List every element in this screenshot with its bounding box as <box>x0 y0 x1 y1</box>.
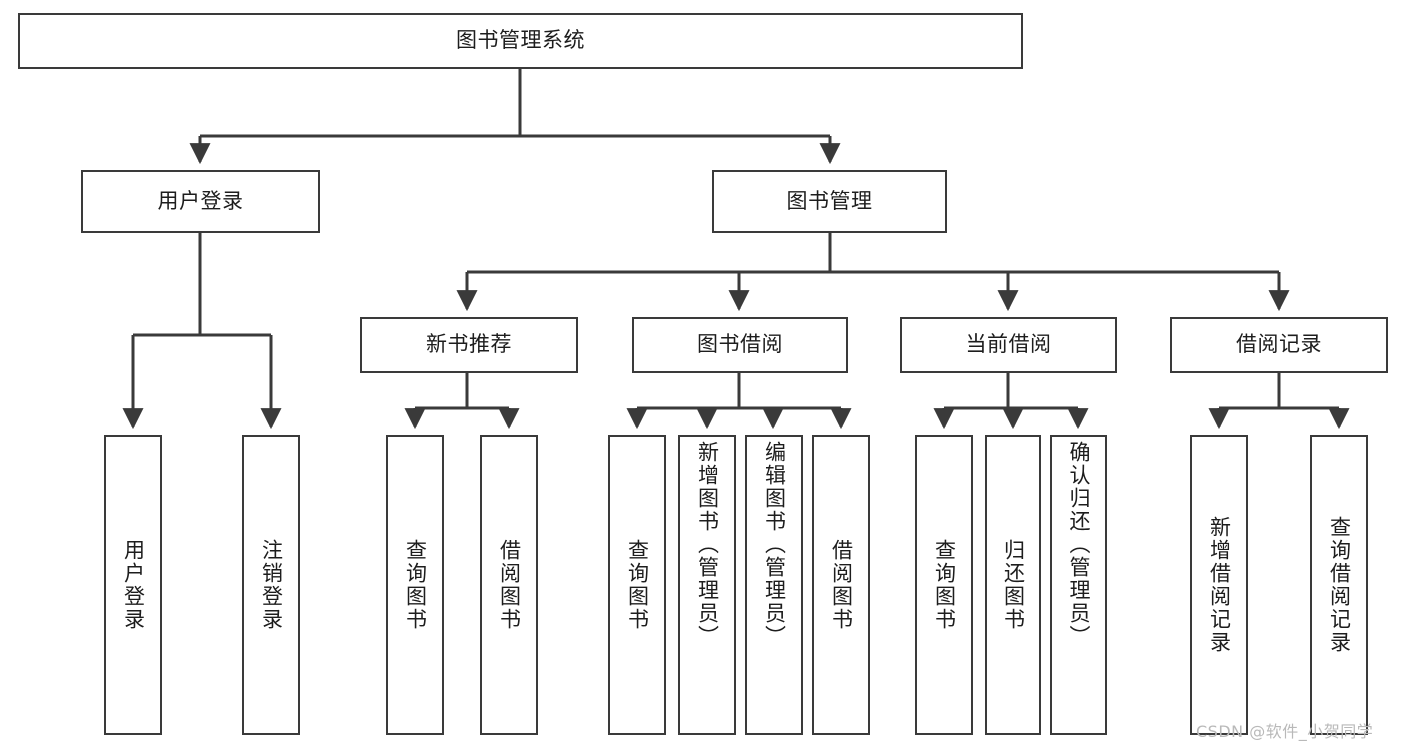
node-leaf-query-record-label: 查询借阅记录 <box>1327 516 1352 654</box>
node-user-login[interactable]: 用户登录 <box>81 170 320 233</box>
node-leaf-borrow-book-label: 借阅图书 <box>829 539 854 631</box>
node-book-management[interactable]: 图书管理 <box>712 170 947 233</box>
node-leaf-add-record-label: 新增借阅记录 <box>1207 516 1232 654</box>
node-leaf-query-book-cur[interactable]: 查询图书 <box>915 435 973 735</box>
node-leaf-return-book-label: 归还图书 <box>1001 539 1026 631</box>
node-leaf-query-book-rec-label: 查询图书 <box>403 539 428 631</box>
node-current-borrow[interactable]: 当前借阅 <box>900 317 1117 373</box>
node-leaf-logout[interactable]: 注销登录 <box>242 435 300 735</box>
node-leaf-add-record[interactable]: 新增借阅记录 <box>1190 435 1248 735</box>
node-root-label: 图书管理系统 <box>456 28 585 53</box>
node-leaf-return-book[interactable]: 归还图书 <box>985 435 1041 735</box>
node-leaf-user-login-label: 用户登录 <box>121 539 146 631</box>
node-leaf-confirm-return-label: 确认归还（管理员） <box>1067 441 1091 648</box>
node-book-management-label: 图书管理 <box>786 188 873 213</box>
node-book-borrow[interactable]: 图书借阅 <box>632 317 848 373</box>
node-leaf-add-book-label: 新增图书（管理员） <box>695 441 720 648</box>
node-leaf-query-record[interactable]: 查询借阅记录 <box>1310 435 1368 735</box>
node-leaf-query-book[interactable]: 查询图书 <box>608 435 666 735</box>
csdn-watermark: CSDN @软件_小贺同学 <box>1196 722 1374 741</box>
node-leaf-query-book-label: 查询图书 <box>625 539 650 631</box>
node-leaf-query-book-rec[interactable]: 查询图书 <box>386 435 444 735</box>
node-leaf-add-book[interactable]: 新增图书（管理员） <box>678 435 736 735</box>
node-leaf-query-book-cur-label: 查询图书 <box>932 539 957 631</box>
node-leaf-logout-label: 注销登录 <box>259 539 284 631</box>
node-user-login-label: 用户登录 <box>157 188 244 213</box>
node-book-borrow-label: 图书借阅 <box>697 332 783 357</box>
node-root[interactable]: 图书管理系统 <box>18 13 1023 69</box>
node-leaf-edit-book-label: 编辑图书（管理员） <box>762 441 787 648</box>
node-leaf-edit-book[interactable]: 编辑图书（管理员） <box>745 435 803 735</box>
node-borrow-record-label: 借阅记录 <box>1236 332 1322 357</box>
node-leaf-borrow-book-rec[interactable]: 借阅图书 <box>480 435 538 735</box>
node-leaf-confirm-return[interactable]: 确认归还（管理员） <box>1050 435 1107 735</box>
node-leaf-borrow-book[interactable]: 借阅图书 <box>812 435 870 735</box>
node-borrow-record[interactable]: 借阅记录 <box>1170 317 1388 373</box>
node-leaf-borrow-book-rec-label: 借阅图书 <box>497 539 522 631</box>
node-new-book-recommend[interactable]: 新书推荐 <box>360 317 578 373</box>
node-leaf-user-login[interactable]: 用户登录 <box>104 435 162 735</box>
node-new-book-recommend-label: 新书推荐 <box>426 332 512 357</box>
node-current-borrow-label: 当前借阅 <box>965 332 1052 357</box>
